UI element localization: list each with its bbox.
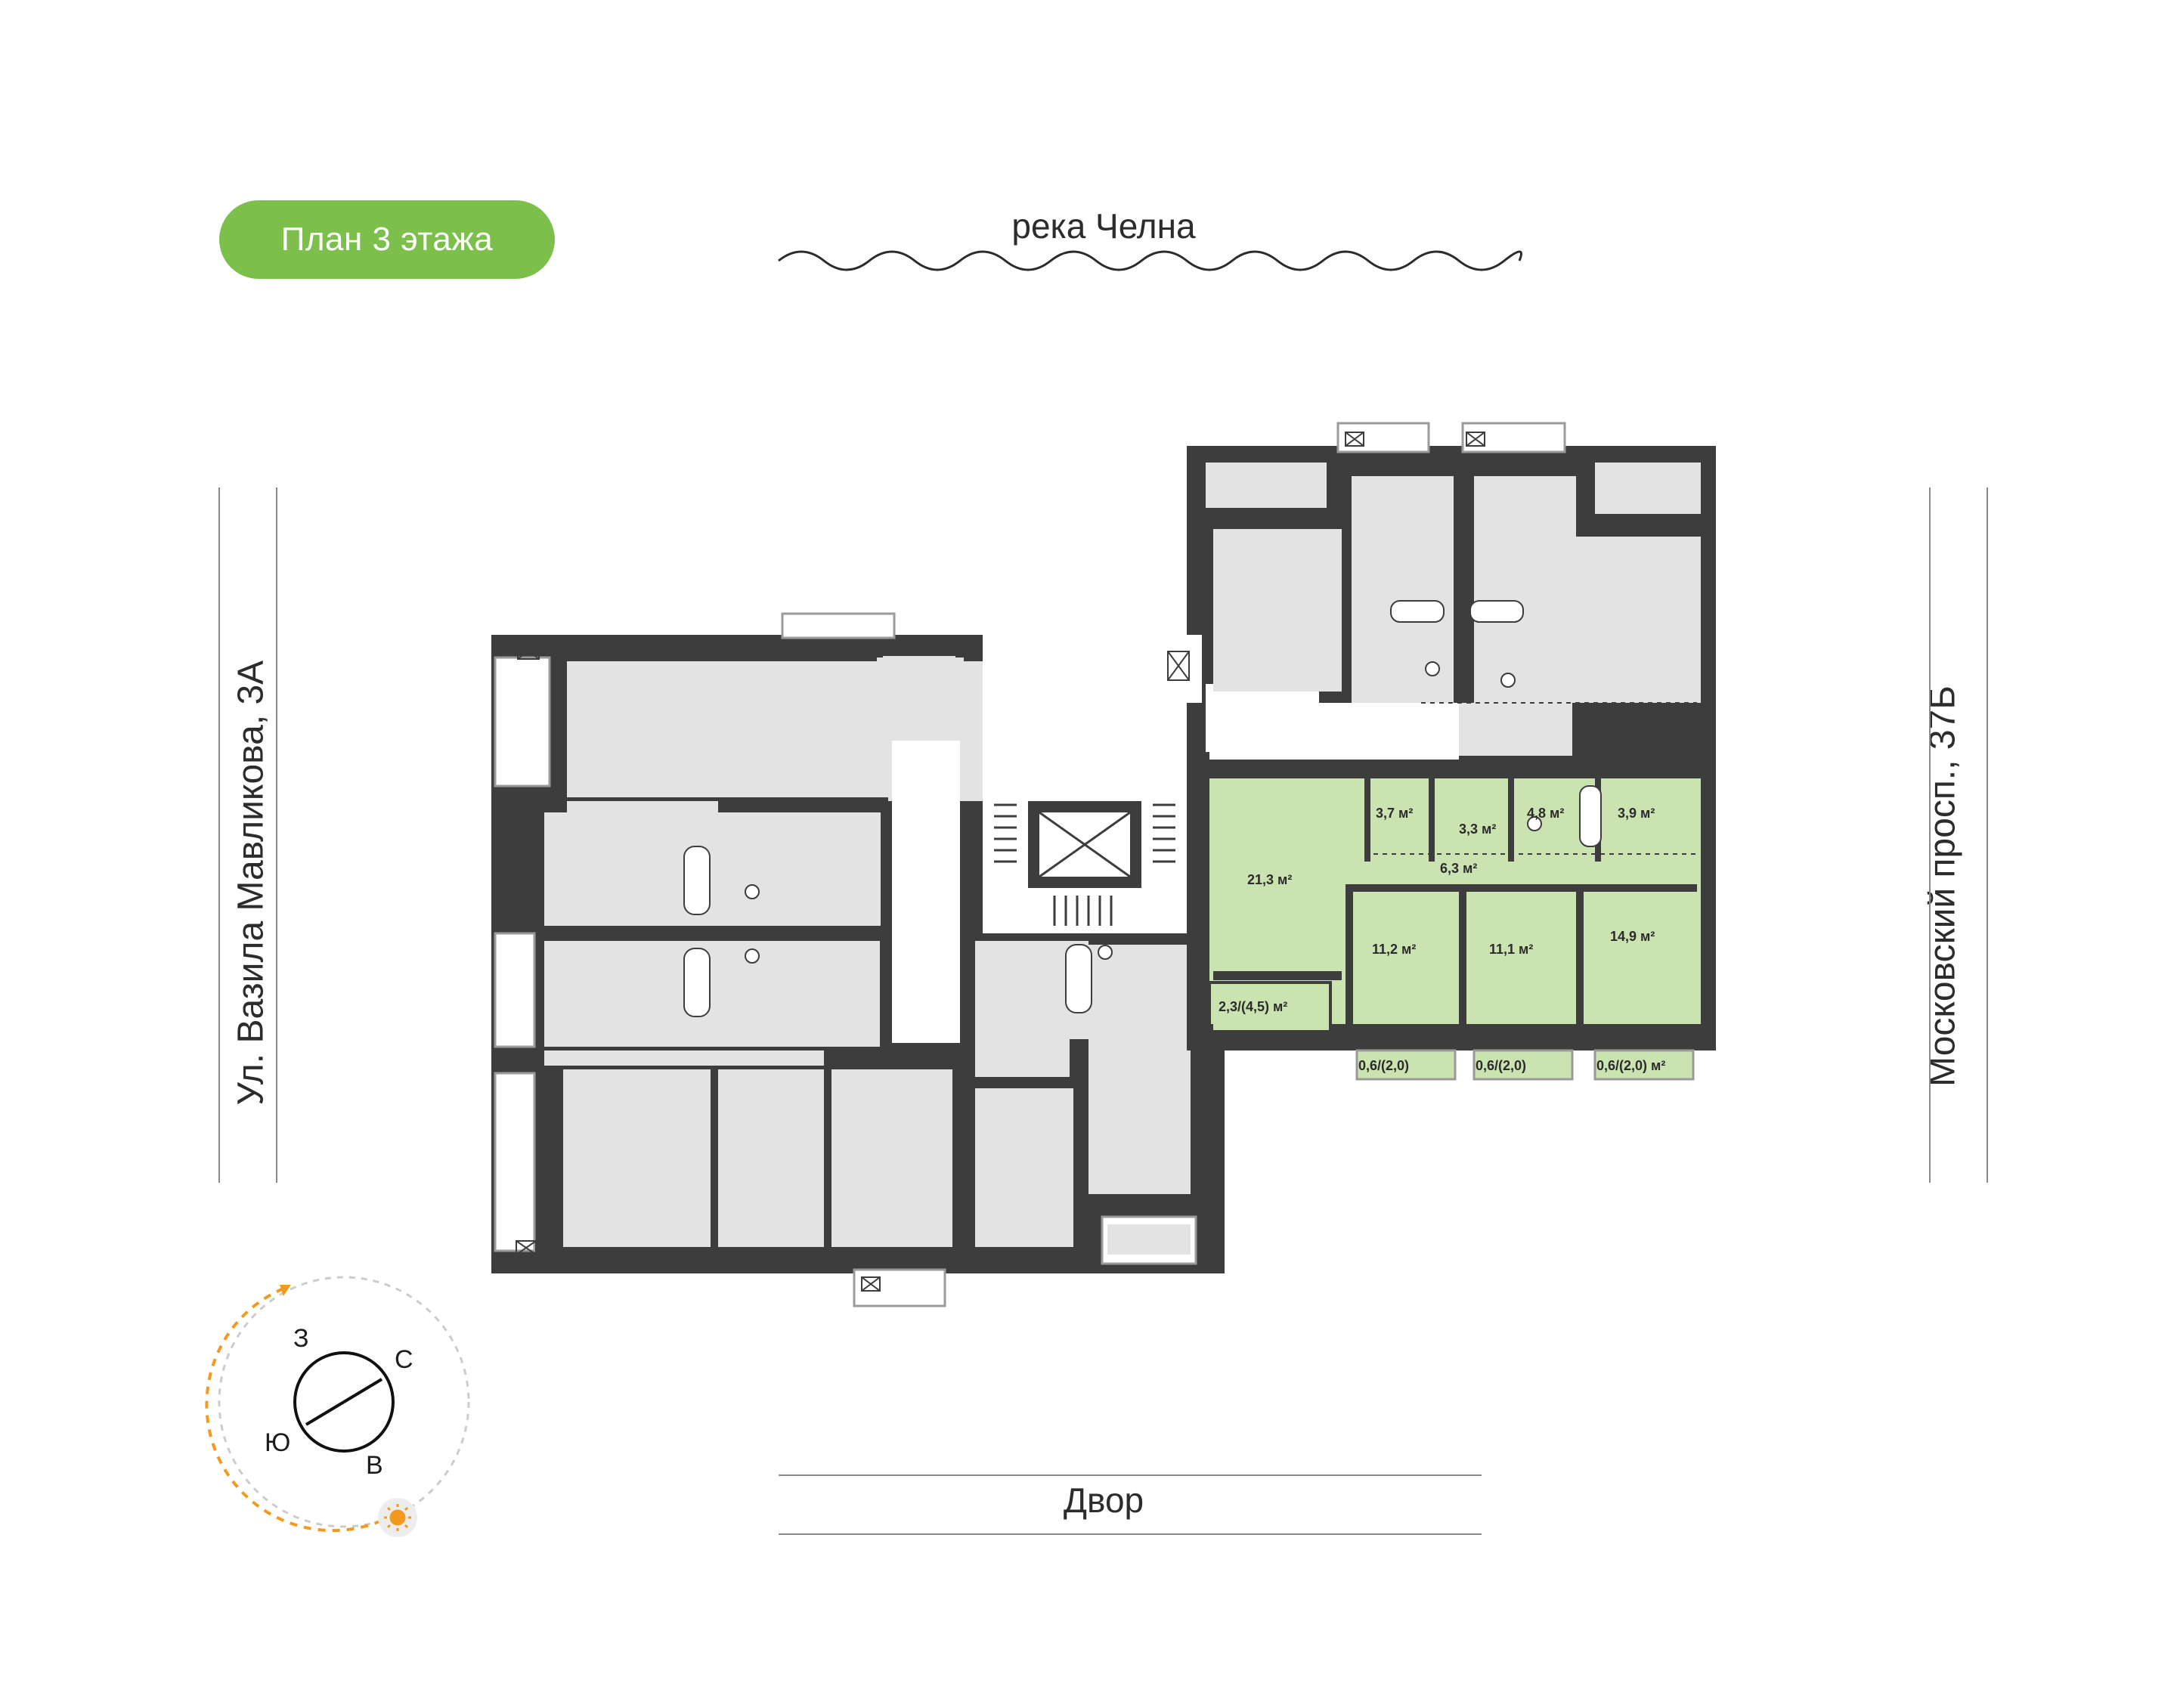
- area-label: 11,2 м²: [1372, 942, 1416, 957]
- yard-label: Двор: [1063, 1481, 1144, 1520]
- area-label: 3,3 м²: [1459, 822, 1496, 837]
- area-label: 14,9 м²: [1610, 929, 1655, 944]
- left-wing: [491, 612, 1225, 1307]
- compass-west: З: [293, 1324, 309, 1353]
- area-label: 3,9 м²: [1618, 806, 1655, 821]
- area-label: 0,6/(2,0): [1358, 1058, 1409, 1073]
- compass: З С Ю В: [205, 1276, 470, 1537]
- area-label: 0,6/(2,0): [1476, 1058, 1526, 1073]
- compass-north: С: [395, 1345, 413, 1374]
- river-wave-icon: [778, 250, 1522, 271]
- sun-icon: [384, 1504, 411, 1531]
- compass-east: В: [366, 1451, 383, 1480]
- area-label: 4,8 м²: [1527, 806, 1564, 821]
- right-wing: [983, 422, 1716, 1081]
- area-label: 0,6/(2,0) м²: [1596, 1058, 1665, 1073]
- area-label: 21,3 м²: [1247, 872, 1292, 887]
- river-label: река Челна: [1011, 206, 1196, 246]
- area-label: 11,1 м²: [1489, 942, 1533, 957]
- area-label: 6,3 м²: [1440, 861, 1477, 876]
- area-label: 3,7 м²: [1376, 806, 1413, 821]
- area-label: 2,3/(4,5) м²: [1219, 999, 1287, 1014]
- compass-south: Ю: [265, 1428, 290, 1457]
- floor-badge: План 3 этажа: [219, 200, 555, 279]
